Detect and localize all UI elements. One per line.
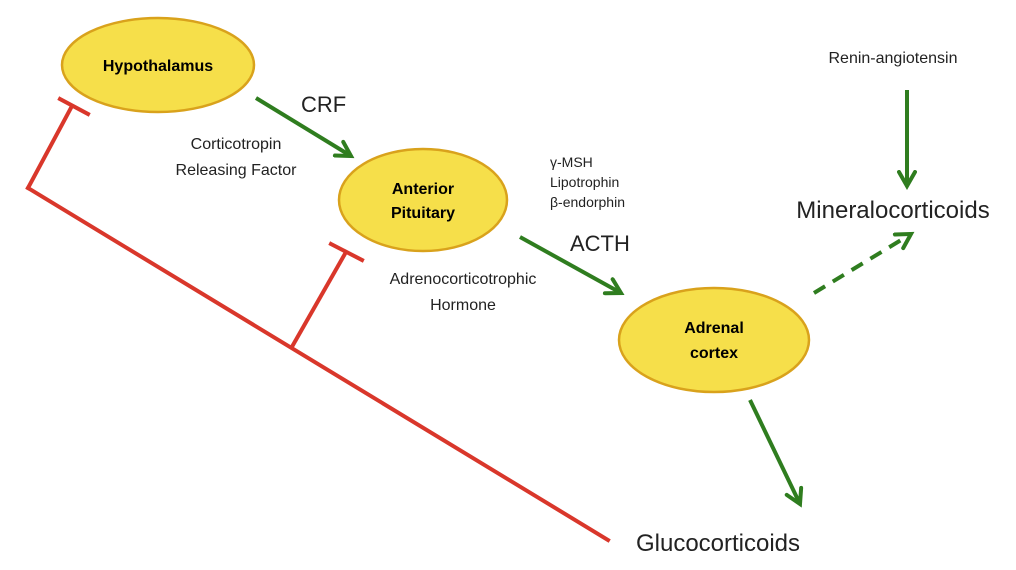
stimulatory-arrows	[254, 90, 911, 504]
hypothalamus-ellipse	[60, 16, 256, 114]
hypothalamus-inhibition-bar	[57, 96, 91, 117]
byproduct-gamma-msh: γ-MSH	[550, 154, 593, 170]
crf-full-name-line2: Releasing Factor	[176, 162, 298, 179]
adrenal-cortex-node: Adrenal cortex	[617, 286, 811, 394]
acth-arrow	[519, 235, 621, 293]
anterior-pituitary-label-line1: Anterior	[392, 181, 454, 198]
glucocorticoid-arrow	[748, 399, 800, 504]
mineralocorticoid-dashed-arrow	[812, 234, 911, 295]
hypothalamus-label: Hypothalamus	[103, 58, 213, 75]
negative-feedback-lines	[25, 96, 611, 543]
glucocorticoids-label: Glucocorticoids	[636, 530, 800, 557]
crf-arrow	[254, 96, 351, 156]
mineralocorticoids-label: Mineralocorticoids	[796, 197, 989, 224]
acth-full-name-line1: Adrenocorticotrophic	[390, 271, 537, 288]
acth-label: ACTH	[570, 231, 630, 256]
adrenal-cortex-label-line2: cortex	[690, 345, 738, 362]
acth-full-name-line2: Hormone	[430, 297, 496, 314]
anterior-pituitary-label-line2: Pituitary	[391, 205, 455, 222]
byproduct-beta-endorphin: β-endorphin	[550, 194, 625, 210]
crf-label: CRF	[301, 92, 346, 117]
feedback-to-hypothalamus-line	[25, 103, 75, 191]
byproduct-lipotrophin: Lipotrophin	[550, 174, 619, 190]
renin-angiotensin-label: Renin-angiotensin	[829, 50, 958, 67]
anterior-pituitary-ellipse	[337, 147, 509, 253]
anterior-pituitary-node: Anterior Pituitary	[337, 147, 509, 253]
pituitary-inhibition-bar	[328, 241, 365, 263]
adrenal-cortex-ellipse	[617, 286, 811, 394]
feedback-main-line	[25, 185, 611, 543]
crf-full-name-line1: Corticotropin	[191, 136, 282, 153]
adrenal-cortex-label-line1: Adrenal	[684, 320, 744, 337]
hypothalamus-node: Hypothalamus	[60, 16, 256, 114]
feedback-to-pituitary-line	[290, 249, 349, 348]
